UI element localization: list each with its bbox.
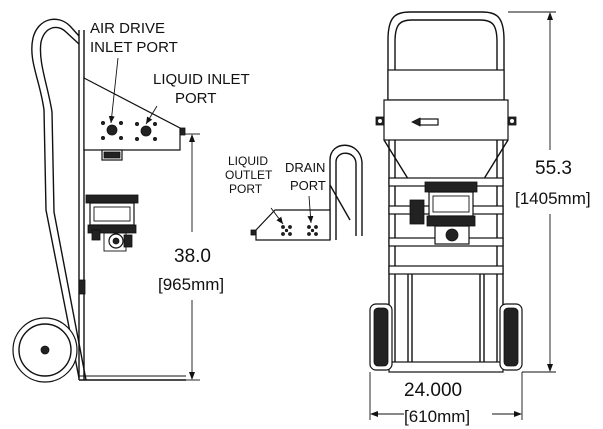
front-manifold-box	[383, 99, 509, 141]
front-pump	[409, 181, 478, 245]
dim-front-height-in: 55.3	[535, 158, 572, 179]
label-air-drive-line2: INLET PORT	[90, 39, 178, 56]
label-air-drive-line1: AIR DRIVE	[90, 20, 165, 37]
detail-drain-port	[307, 225, 318, 236]
label-liquid-inlet-line1: LIQUID INLET	[153, 71, 250, 88]
side-air-port	[101, 121, 124, 140]
leader-liquid-outlet	[270, 207, 284, 225]
side-handle	[31, 18, 80, 379]
side-pump	[85, 194, 139, 252]
label-liquid-outlet-line3: PORT	[229, 182, 263, 196]
side-manifold-box	[83, 77, 181, 151]
label-liquid-inlet-line2: PORT	[175, 90, 216, 107]
dim-side-height-mm: [965mm]	[158, 275, 224, 294]
leader-drain	[307, 195, 314, 224]
callout-labels: AIR DRIVE INLET PORT LIQUID INLET PORT L…	[90, 20, 326, 196]
dim-front-width-mm: [610mm]	[404, 407, 470, 426]
leader-air-drive	[108, 57, 119, 124]
side-view	[12, 18, 200, 383]
detail-liquid-outlet-port	[281, 225, 292, 236]
side-liquid-inlet-port	[134, 122, 157, 141]
dim-front-width-in: 24.000	[404, 380, 462, 401]
front-handle	[387, 11, 505, 100]
dim-front-height-mm: [1405mm]	[515, 189, 591, 208]
front-view	[369, 11, 556, 420]
leader-liquid-inlet	[145, 105, 158, 125]
label-liquid-outlet-line1: LIQUID	[228, 154, 268, 168]
label-liquid-outlet-line2: OUTLET	[225, 168, 273, 182]
detail-manifold-box	[255, 209, 331, 241]
label-drain-line2: PORT	[290, 178, 326, 193]
label-drain-line1: DRAIN	[285, 160, 325, 175]
dim-side-height-in: 38.0	[174, 246, 211, 267]
dimension-labels: 38.0 [965mm] 55.3 [1405mm] 24.000 [610mm…	[158, 158, 591, 426]
